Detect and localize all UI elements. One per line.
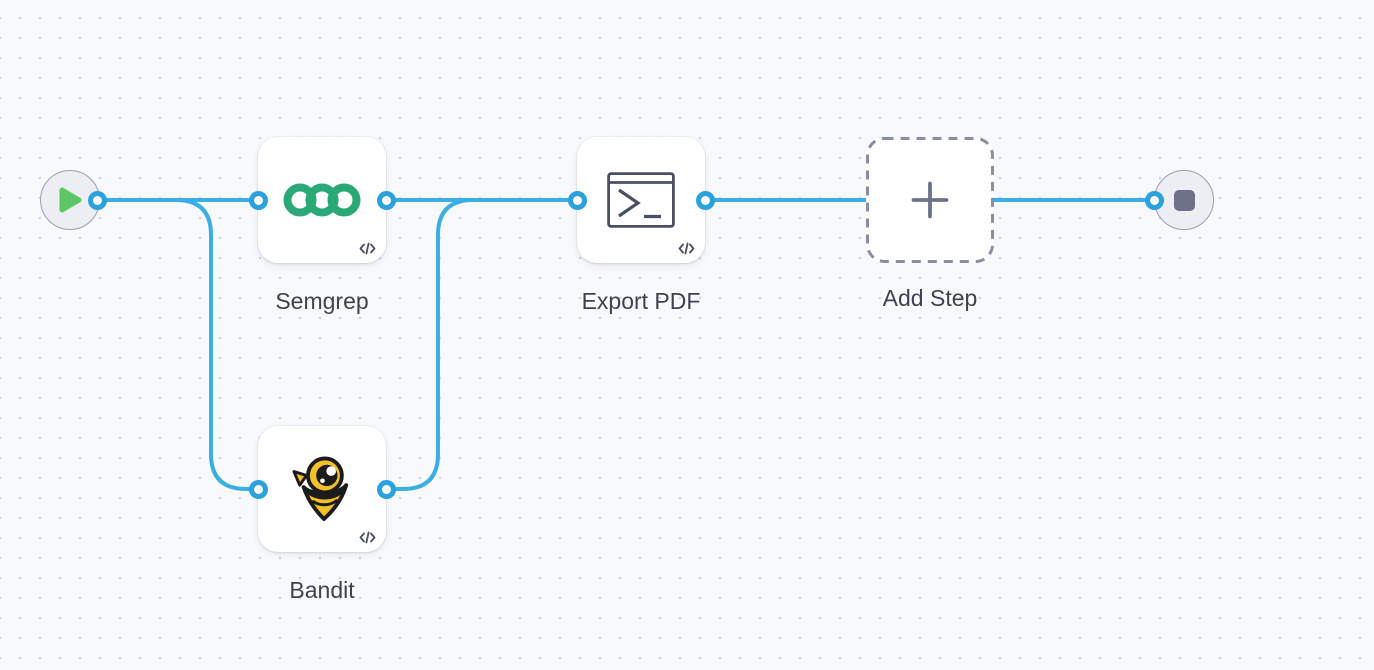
port-bandit-input[interactable]: [249, 480, 268, 499]
terminal-icon: [607, 172, 675, 228]
code-badge-icon: [359, 531, 376, 544]
edge-bandit-to-export[interactable]: [386, 198, 577, 491]
port-export-output[interactable]: [696, 191, 715, 210]
port-end-input[interactable]: [1145, 191, 1164, 210]
port-start-output[interactable]: [88, 191, 107, 210]
semgrep-logo: [283, 183, 361, 217]
node-add-step[interactable]: [866, 137, 994, 263]
bandit-logo: [292, 456, 349, 521]
stop-icon: [1173, 189, 1195, 211]
node-export-pdf[interactable]: [577, 137, 705, 263]
play-icon: [59, 187, 82, 213]
port-semgrep-output[interactable]: [377, 191, 396, 210]
edge-start-to-bandit[interactable]: [97, 198, 258, 491]
node-bandit[interactable]: [258, 426, 386, 552]
code-badge-icon: [678, 242, 695, 255]
port-semgrep-input[interactable]: [249, 191, 268, 210]
plus-icon: [911, 181, 949, 219]
node-label-bandit: Bandit: [289, 577, 355, 603]
port-bandit-output[interactable]: [377, 480, 396, 499]
node-label-add-step: Add Step: [882, 285, 978, 311]
code-badge-icon: [359, 242, 376, 255]
dashed-border: [866, 137, 994, 263]
port-export-input[interactable]: [568, 191, 587, 210]
node-label-export-pdf: Export PDF: [581, 288, 701, 314]
node-label-semgrep: Semgrep: [275, 288, 369, 314]
node-semgrep[interactable]: [258, 137, 386, 263]
